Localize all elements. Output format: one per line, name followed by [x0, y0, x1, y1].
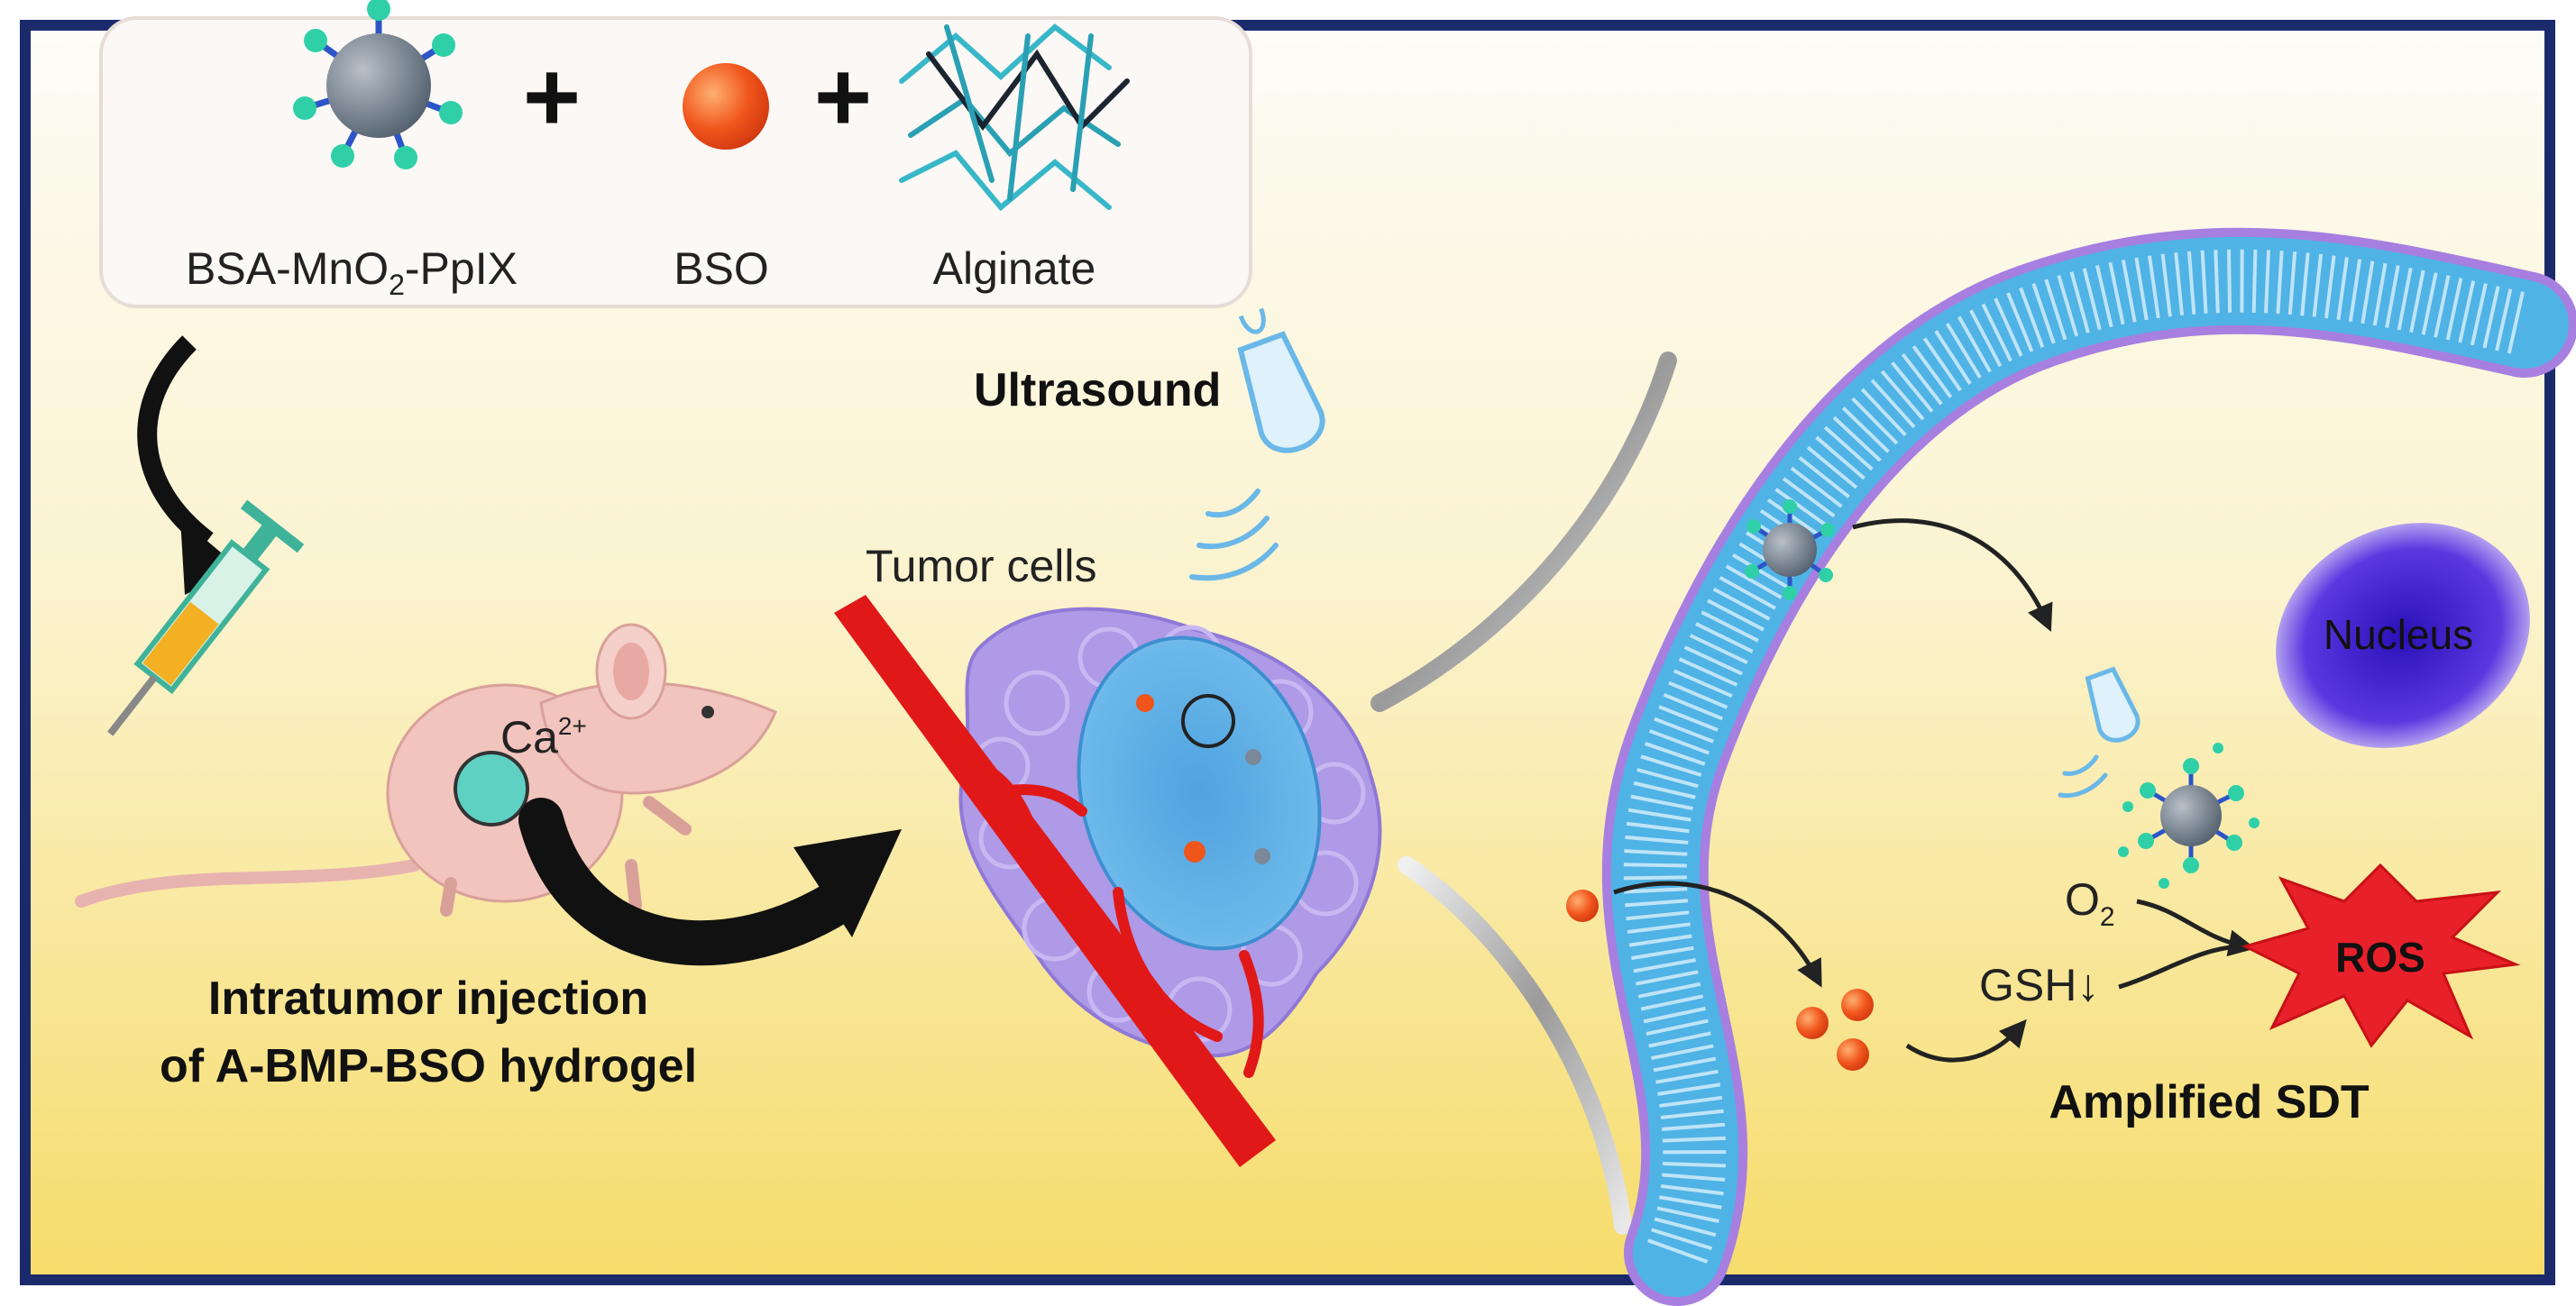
curved-arrow-icon: [137, 335, 214, 549]
ultrasound-probe-icon: [1237, 307, 1325, 453]
label-ultrasound: Ultrasound: [974, 364, 1221, 416]
label-gsh: GSH↓: [1979, 960, 2099, 1010]
hydrogel-spot: [454, 751, 529, 827]
plus-sign-1: +: [523, 41, 581, 152]
reaction-arrow-gsh: [2118, 944, 2246, 990]
bso-ball-outside: [1566, 890, 1599, 922]
bso-ball-inside-2: [1841, 989, 1874, 1021]
gsh-path-arrow: [1905, 1018, 2027, 1063]
label-calcium: Ca2+: [500, 712, 587, 763]
big-arrow-icon: [518, 798, 861, 966]
ultrasound-waves-icon: [1189, 489, 1279, 581]
label-ros: ROS: [2335, 934, 2425, 981]
ultrasound-waves-small-icon: [2058, 754, 2108, 799]
label-injection-line2: of A-BMP-BSO hydrogel: [160, 1040, 697, 1092]
nanoparticle-small-icon: [1745, 499, 1835, 600]
syringe-icon: [107, 499, 305, 736]
bso-path-arrow: [1613, 881, 1822, 988]
np-path-arrow: [1852, 518, 2053, 632]
tumor-cells: [958, 607, 1382, 1058]
bso-ball-inside-1: [1796, 1007, 1829, 1039]
ros-burst: [2241, 863, 2521, 1048]
label-amplified-sdt: Amplified SDT: [2049, 1076, 2370, 1128]
figure-border: [20, 20, 2555, 1285]
alginate-icon: [899, 23, 1130, 212]
label-bso: BSO: [674, 243, 769, 294]
bso-ball-inside-3: [1837, 1038, 1869, 1071]
zoom-arc-lower: [1398, 856, 1632, 1235]
label-tumor-cells: Tumor cells: [866, 541, 1097, 591]
nucleus: [2276, 523, 2530, 748]
label-injection-line1: Intratumor injection: [208, 973, 648, 1025]
bso-ball-icon: [683, 63, 769, 150]
label-o2: O2: [2065, 874, 2115, 932]
reaction-arrow-o2: [2136, 899, 2256, 957]
label-bsa-mno2-ppix: BSA-MnO2-PpIX: [186, 243, 518, 301]
plus-sign-2: +: [814, 41, 872, 152]
zoom-arc-upper: [1371, 352, 1677, 712]
label-alginate: Alginate: [933, 243, 1096, 294]
ultrasound-probe-small-icon: [2085, 666, 2141, 743]
nanoparticle-icon: [293, 0, 463, 169]
blood-vessel: [834, 595, 1276, 1167]
label-nucleus: Nucleus: [2324, 611, 2473, 658]
activated-nanoparticle-icon: [2118, 743, 2260, 889]
